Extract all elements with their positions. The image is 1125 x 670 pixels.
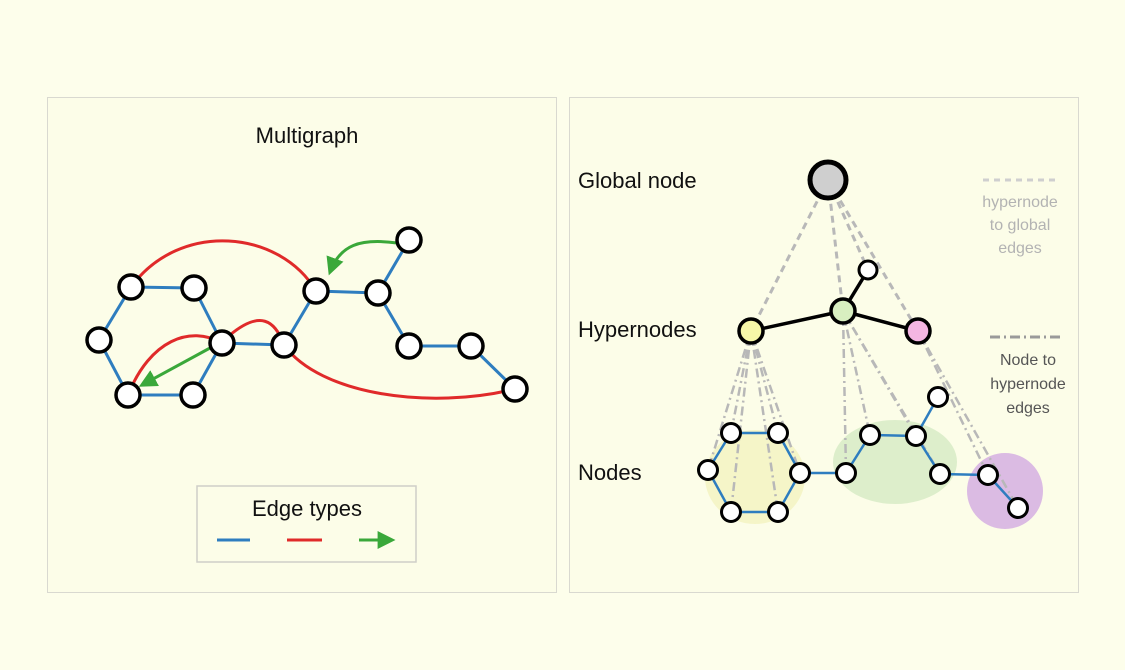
node: [929, 463, 951, 485]
hypernodes: [737, 259, 932, 345]
legend-title: Edge types: [252, 496, 362, 521]
graph-node: [501, 375, 529, 403]
node: [697, 459, 719, 481]
node-hyper-edge: [749, 330, 780, 434]
green-edge: [326, 240, 398, 276]
node-hyper-legend-line2: hypernode: [990, 376, 1066, 393]
hypernode-pink: [904, 317, 932, 345]
red-edges: [126, 239, 516, 400]
hypernodes-label: Hypernodes: [578, 317, 697, 342]
graph-node: [208, 329, 236, 357]
global-node: [807, 159, 849, 201]
global-node-label: Global node: [578, 168, 697, 193]
node-hyper-edge: [706, 330, 753, 471]
graph-node: [302, 277, 330, 305]
graph-node: [180, 274, 208, 302]
graph-node: [457, 332, 485, 360]
multigraph-nodes: [85, 226, 529, 409]
node: [905, 425, 927, 447]
node-hyper-edge: [841, 310, 848, 474]
red-edge: [282, 344, 516, 400]
node-hyper-edge: [841, 310, 872, 436]
blue-edges: [97, 239, 517, 397]
node: [977, 464, 999, 486]
hypernode-green: [829, 297, 857, 325]
green-edges: [138, 240, 398, 387]
legend-box: [196, 485, 417, 563]
node: [859, 424, 881, 446]
node-hyper-edge: [916, 330, 990, 476]
graph-node: [85, 326, 113, 354]
node-hyper-edge: [749, 330, 780, 513]
node: [835, 462, 857, 484]
red-edge: [129, 239, 318, 292]
node: [1007, 497, 1029, 519]
node: [789, 462, 811, 484]
yellow-region: [705, 430, 805, 524]
node: [927, 386, 949, 408]
graph-node: [395, 226, 423, 254]
hypernode-yellow: [737, 317, 765, 345]
graph-node: [364, 279, 392, 307]
node: [767, 422, 789, 444]
graph-node: [117, 273, 145, 301]
node-hyper-edge: [916, 330, 1020, 509]
node-hyper-legend: Node to hypernode edges: [990, 335, 1066, 417]
purple-region: [967, 453, 1043, 529]
node-hyper-legend-line1: Node to: [1000, 352, 1056, 369]
hyper-global-edge: [826, 179, 845, 312]
graph-node: [179, 381, 207, 409]
hypernode-child: [857, 259, 879, 281]
hyper-global-edge: [826, 179, 920, 332]
graph-node: [270, 331, 298, 359]
graph-node: [114, 381, 142, 409]
hyper-global-edge: [749, 179, 830, 332]
node-hyper-edge: [729, 330, 753, 434]
node: [720, 422, 742, 444]
node: [720, 501, 742, 523]
hyper-global-legend-line1: hypernode: [982, 194, 1058, 211]
multigraph-title: Multigraph: [256, 123, 359, 148]
nodes-label: Nodes: [578, 460, 642, 485]
node: [767, 501, 789, 523]
hyper-global-legend-line2: to global: [990, 217, 1051, 234]
graph-node: [395, 332, 423, 360]
node-hyper-legend-line3: edges: [1006, 400, 1050, 417]
hyper-global-legend-line3: edges: [998, 240, 1042, 257]
green-edge: [138, 346, 211, 387]
edge-types-legend: Edge types: [196, 485, 417, 563]
hyper-global-legend: hypernode to global edges: [982, 178, 1058, 257]
node-hyper-edge: [749, 330, 802, 474]
hypernode-edge: [750, 309, 844, 333]
lower-nodes: [697, 386, 1029, 523]
